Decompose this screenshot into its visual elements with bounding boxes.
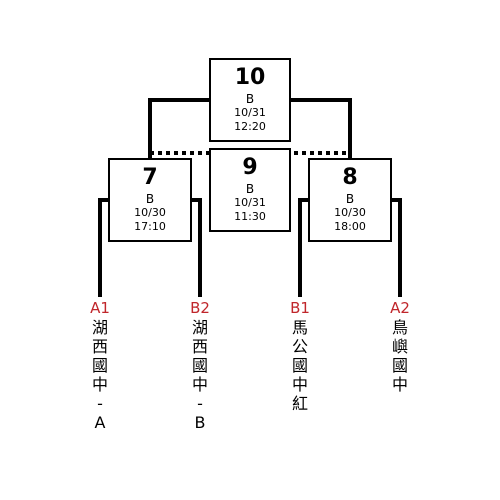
match-10-box: 10 B 10/31 12:20 <box>209 58 291 142</box>
match-date: 10/30 <box>334 206 366 219</box>
match-number: 7 <box>142 165 158 190</box>
match-number: 10 <box>234 65 266 90</box>
match-9-box: 9 B 10/31 11:30 <box>209 148 291 232</box>
team-name-char: 湖 <box>91 318 108 337</box>
team-name-char: 中 <box>291 375 308 394</box>
team-name-char: 馬 <box>291 318 308 337</box>
team-name-char: 湖 <box>191 318 208 337</box>
team-line-a1 <box>98 198 110 297</box>
team-name-char: 中 <box>191 375 208 394</box>
match-number: 9 <box>242 155 258 180</box>
team-name-char: 國 <box>391 356 408 375</box>
team-name-char: A <box>94 413 106 432</box>
final-connector-right <box>290 98 352 158</box>
team-seed: A2 <box>390 299 410 317</box>
match-court: B <box>245 182 255 196</box>
team-name-char: 國 <box>291 356 308 375</box>
match-time: 12:20 <box>234 120 266 133</box>
team-name-char: B <box>194 413 206 432</box>
team-name-char: 中 <box>391 375 408 394</box>
match-time: 17:10 <box>134 220 166 233</box>
final-connector-left <box>148 98 210 158</box>
team-a1: A1 湖 西 國 中 - A <box>85 299 115 432</box>
team-name-char: 嶼 <box>391 337 408 356</box>
team-name-char: 公 <box>291 337 308 356</box>
team-a2: A2 鳥 嶼 國 中 <box>385 299 415 394</box>
team-b1: B1 馬 公 國 中 紅 <box>285 299 315 413</box>
team-seed: A1 <box>90 299 110 317</box>
match-date: 10/30 <box>134 206 166 219</box>
team-name-char: 西 <box>191 337 208 356</box>
team-line-b1 <box>298 198 310 297</box>
team-seed: B2 <box>190 299 210 317</box>
match-number: 8 <box>342 165 358 190</box>
team-seed: B1 <box>290 299 310 317</box>
team-line-b2 <box>190 198 202 297</box>
match-date: 10/31 <box>234 196 266 209</box>
match-date: 10/31 <box>234 106 266 119</box>
team-name-char: 西 <box>91 337 108 356</box>
match-court: B <box>145 192 155 206</box>
match-8-box: 8 B 10/30 18:00 <box>308 158 392 242</box>
team-name-char: - <box>97 394 103 413</box>
team-name-char: 紅 <box>291 394 308 413</box>
team-name-char: 中 <box>91 375 108 394</box>
match-time: 11:30 <box>234 210 266 223</box>
match-time: 18:00 <box>334 220 366 233</box>
team-name-char: - <box>197 394 203 413</box>
team-name-char: 鳥 <box>391 318 408 337</box>
team-line-a2 <box>390 198 402 297</box>
team-name-char: 國 <box>191 356 208 375</box>
team-name-char: 國 <box>91 356 108 375</box>
match-7-box: 7 B 10/30 17:10 <box>108 158 192 242</box>
match-court: B <box>245 92 255 106</box>
team-b2: B2 湖 西 國 中 - B <box>185 299 215 432</box>
match-court: B <box>345 192 355 206</box>
